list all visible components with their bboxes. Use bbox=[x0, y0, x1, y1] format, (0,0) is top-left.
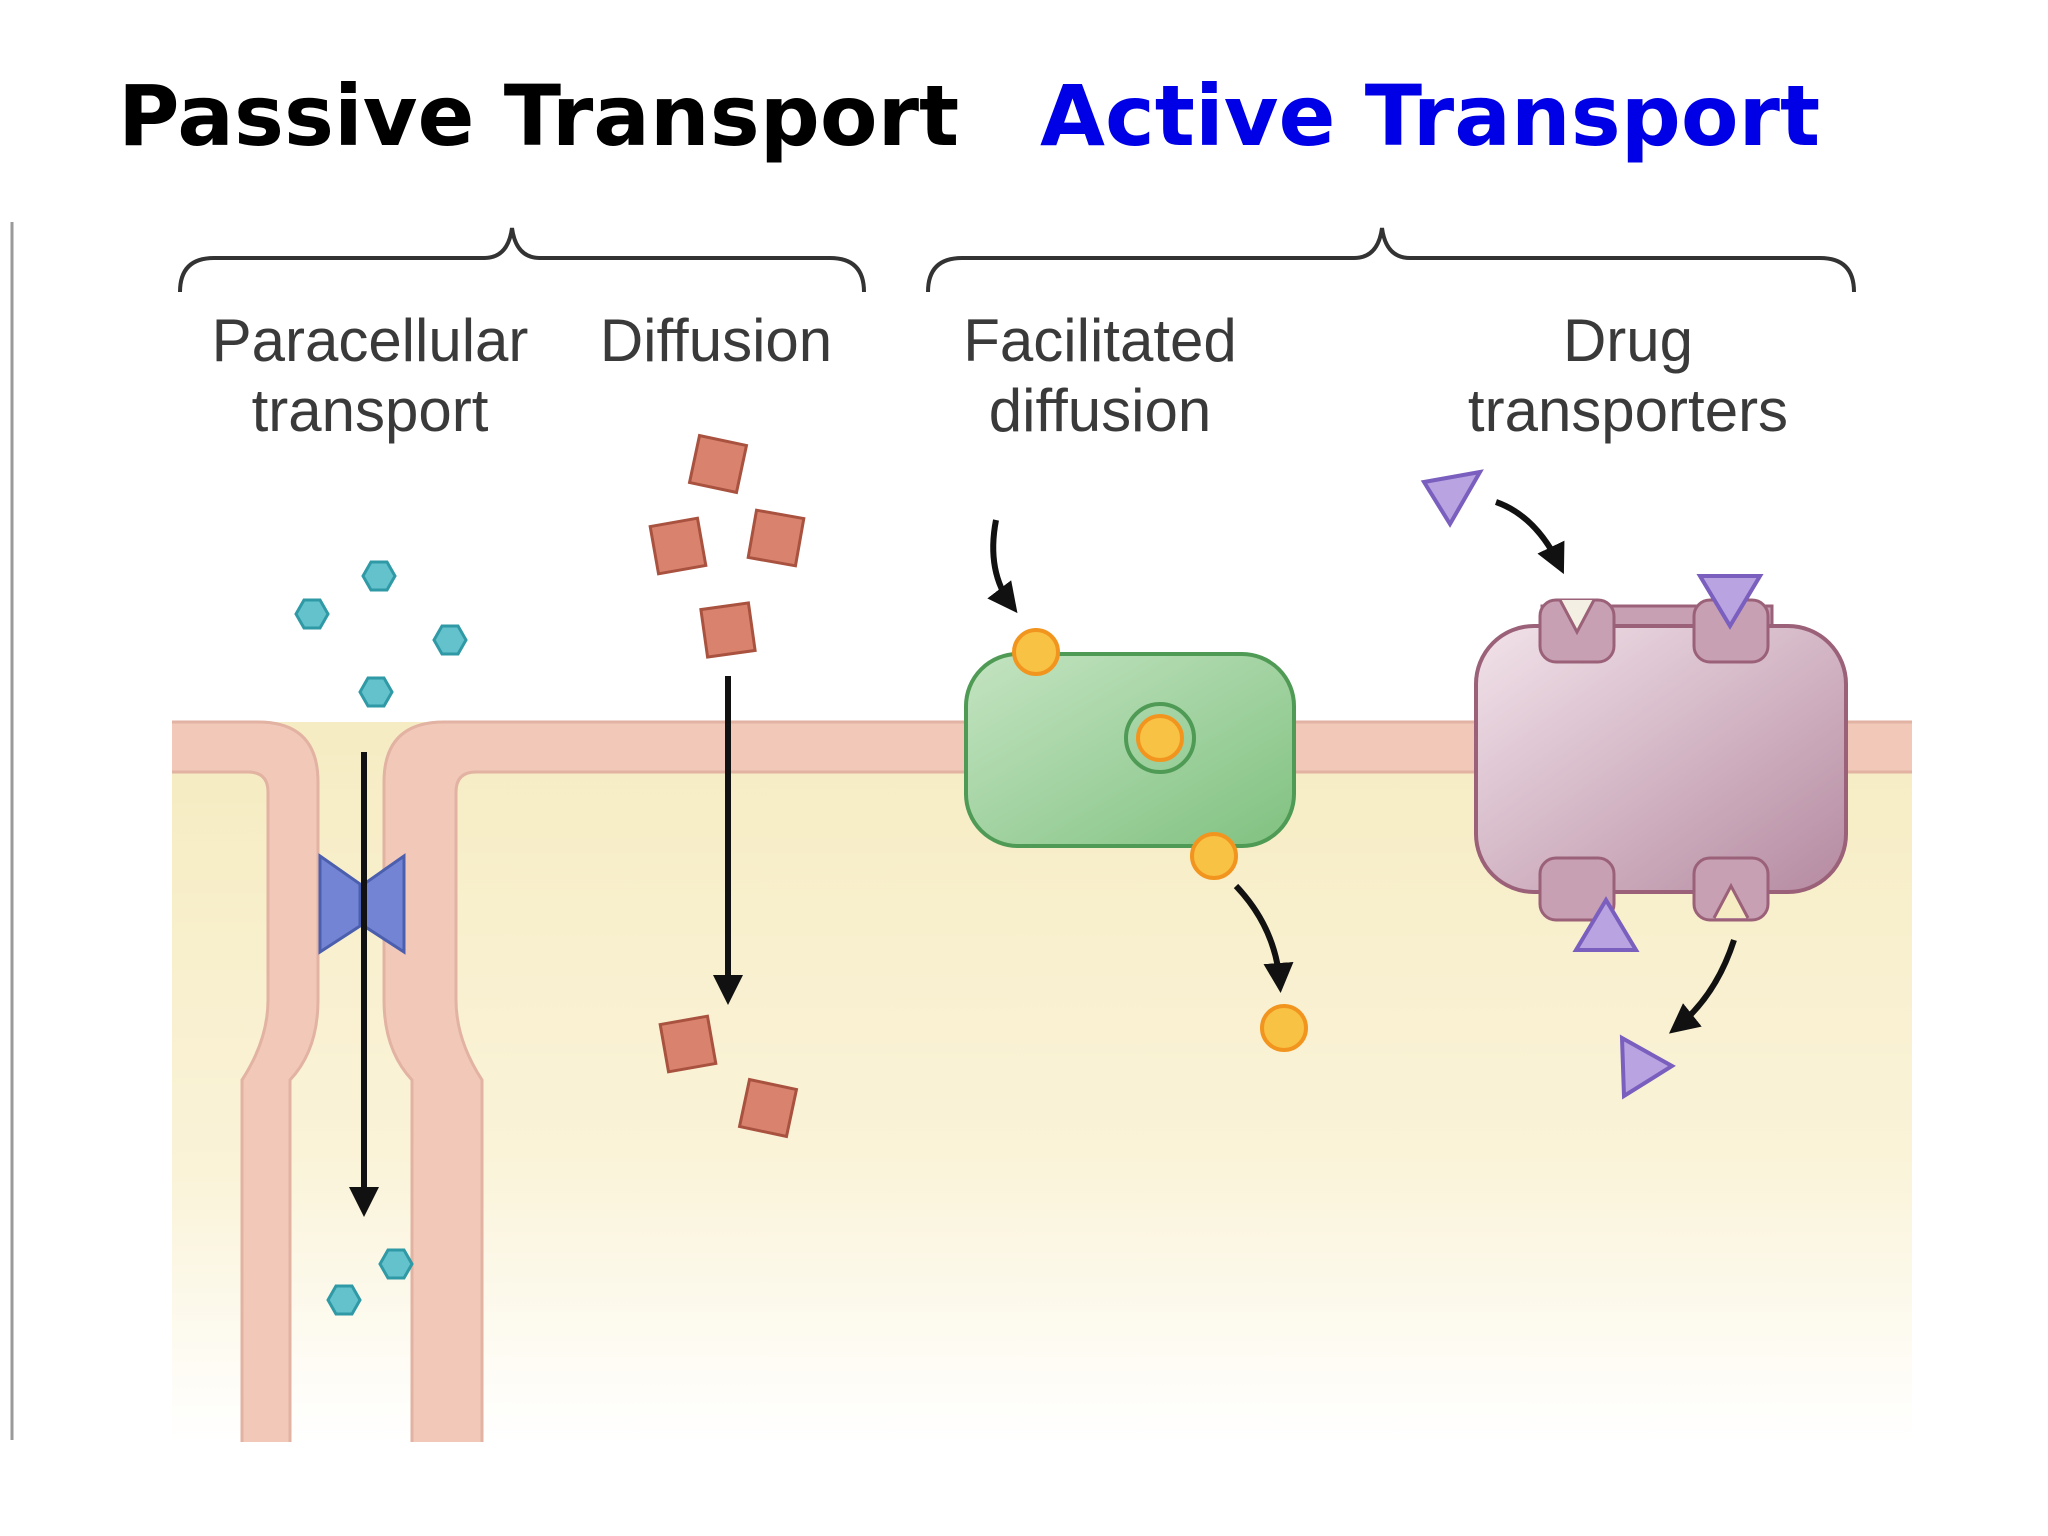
triangle-icon bbox=[1420, 469, 1484, 528]
hexagon-icon bbox=[361, 560, 397, 592]
hexagon-icon bbox=[294, 598, 330, 630]
passive-brace bbox=[178, 227, 866, 293]
drug-transporters-label: Drug transporters bbox=[1418, 306, 1838, 446]
drug-label-line-2: transporters bbox=[1467, 377, 1789, 444]
square-icon bbox=[658, 1014, 718, 1074]
circle-icon bbox=[1012, 628, 1060, 676]
hexagon-icon bbox=[378, 1248, 414, 1280]
hexagon-icon bbox=[358, 676, 394, 708]
diffusion-label: Diffusion bbox=[506, 306, 926, 376]
triangle-icon bbox=[1572, 896, 1640, 952]
cell-membrane bbox=[172, 720, 1912, 1442]
hexagon-icon bbox=[326, 1284, 362, 1316]
facilitated-molecules bbox=[1012, 628, 1308, 1052]
paracellular-label: Paracellular transport bbox=[160, 306, 580, 446]
facilitated-out-arrow bbox=[1233, 883, 1294, 993]
triangle-icon bbox=[1619, 1034, 1676, 1100]
active-brace bbox=[926, 227, 1856, 293]
facilitated-label-line-1: Facilitated bbox=[963, 307, 1237, 374]
drug-molecules bbox=[1420, 469, 1764, 1100]
square-icon bbox=[737, 1077, 799, 1139]
circle-icon bbox=[1190, 832, 1238, 880]
paracellular-label-line-1: Paracellular bbox=[211, 307, 529, 374]
facilitated-label-line-2: diffusion bbox=[988, 377, 1212, 444]
square-icon bbox=[746, 508, 806, 568]
drug-transporter bbox=[1474, 598, 1848, 922]
square-icon bbox=[648, 516, 708, 576]
paracellular-molecules bbox=[294, 560, 468, 1316]
triangle-icon bbox=[1696, 574, 1764, 630]
drug-label-line-1: Drug bbox=[1562, 307, 1694, 374]
diffusion-label-line-1: Diffusion bbox=[599, 307, 833, 374]
hexagon-icon bbox=[432, 624, 468, 656]
paracellular-label-line-2: transport bbox=[251, 377, 489, 444]
circle-icon bbox=[1136, 714, 1184, 762]
square-icon bbox=[699, 601, 757, 659]
passive-transport-heading: Passive Transport bbox=[118, 67, 960, 165]
active-transport-heading: Active Transport bbox=[1040, 67, 1821, 165]
square-icon bbox=[687, 433, 749, 495]
facilitated-carrier bbox=[964, 652, 1296, 848]
drug-in-arrow bbox=[1494, 499, 1565, 575]
drug-out-arrow bbox=[1668, 939, 1737, 1034]
facilitated-diffusion-label: Facilitated diffusion bbox=[890, 306, 1310, 446]
diffusion-molecules bbox=[648, 433, 806, 1139]
facilitated-in-arrow bbox=[987, 519, 1018, 614]
circle-icon bbox=[1260, 1004, 1308, 1052]
